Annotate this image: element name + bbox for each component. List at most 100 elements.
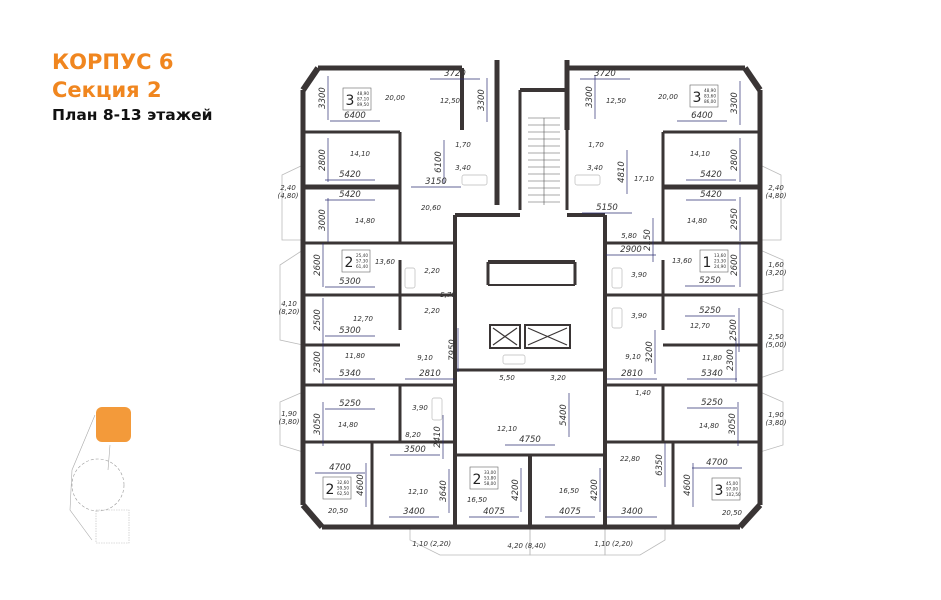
dimension-label: 5300 [339, 326, 361, 336]
dimension-label: 4075 [483, 507, 505, 517]
bathtub-icon [502, 354, 526, 365]
room-count: 2 [473, 472, 482, 488]
dimension-label: 2500 [729, 319, 739, 341]
dimension-label: 4750 [519, 435, 541, 445]
dimension-label: 5250 [699, 276, 721, 286]
room-area-label: 17,10 [634, 175, 655, 183]
dimension-label: 2800 [318, 149, 328, 171]
dimension-label: 2900 [620, 245, 642, 255]
dimension-label: 5250 [701, 398, 723, 408]
dimension-label: 4200 [590, 479, 600, 501]
dimension-label: 2600 [313, 254, 323, 276]
room-area-label: 11,80 [702, 354, 723, 362]
dimension-label: 2500 [313, 309, 323, 331]
dimension-label: 2300 [726, 349, 736, 371]
dimension-label: 5400 [559, 404, 569, 426]
dimension-label: 6400 [344, 111, 366, 121]
balcony-area-label: 2,40 [280, 184, 296, 192]
balcony-outline [759, 391, 784, 453]
room-count: 3 [346, 93, 355, 109]
room-area-label: 20,60 [421, 204, 442, 212]
room-area-label: 20,00 [658, 93, 679, 101]
dimension-label: 3300 [318, 87, 328, 109]
balcony-outline [759, 249, 784, 296]
room-area-label: 12,50 [606, 97, 627, 105]
apartment-area: 23,30 [714, 259, 726, 264]
dimension-label: 5300 [339, 277, 361, 287]
room-area-label: 3,40 [455, 164, 471, 172]
dimension-label: 3000 [318, 209, 328, 231]
balcony-area-doubled-label: (4,80) [277, 192, 298, 200]
apartment-area: 25,40 [356, 253, 368, 258]
dimension-label: 3720 [444, 69, 466, 79]
bathtub-icon [574, 174, 601, 186]
balcony-outline [279, 249, 304, 346]
balcony-area-label: 1,10 [412, 540, 428, 548]
dimension-label: 4600 [356, 474, 366, 496]
dimension-label: 2810 [419, 369, 441, 379]
dimension-label: 4810 [617, 161, 627, 183]
dimension-label: 2300 [313, 351, 323, 373]
apartment-area: 53,80 [484, 476, 496, 481]
balcony-area-doubled-label: (2,20) [430, 540, 451, 548]
balcony-area-doubled-label: (3,20) [765, 269, 786, 277]
balcony-area-doubled-label: (3,80) [765, 419, 786, 427]
room-area-label: 20,00 [385, 94, 406, 102]
wall [737, 502, 763, 530]
balcony-outline [409, 527, 531, 556]
room-area-label: 5,70 [440, 291, 456, 299]
dimension-label: 4600 [683, 474, 693, 496]
dimension-label: 5340 [339, 369, 361, 379]
bathtub-icon [431, 397, 443, 421]
dimension-label: 5420 [339, 190, 361, 200]
apartment-area: 89,50 [357, 102, 369, 107]
dimension-label: 2800 [730, 149, 740, 171]
apartment-area: 33,00 [484, 470, 496, 475]
room-area-label: 9,10 [625, 353, 641, 361]
dimension-label: 3150 [425, 177, 447, 187]
room-area-label: 20,50 [722, 509, 743, 517]
dimension-label: 4200 [511, 479, 521, 501]
apartment-area: 57,30 [356, 259, 368, 264]
room-area-label: 1,70 [588, 141, 604, 149]
dimension-label: 2810 [621, 369, 643, 379]
dimension-label: 2410 [433, 426, 443, 448]
site-minimap [69, 407, 131, 544]
balcony-area-label: 1,10 [594, 540, 610, 548]
dimension-label: 2150 [643, 229, 653, 251]
minimap-other-section [95, 509, 130, 544]
room-area-label: 2,20 [424, 267, 440, 275]
dimension-label: 2950 [730, 208, 740, 230]
room-area-label: 12,70 [353, 315, 374, 323]
balcony-outline [759, 164, 782, 241]
room-area-label: 1,40 [635, 389, 651, 397]
room-area-label: 14,80 [338, 421, 359, 429]
dimension-label: 5150 [596, 203, 618, 213]
room-area-label: 3,40 [587, 164, 603, 172]
apartment-area: 58,00 [484, 481, 496, 486]
room-area-label: 12,70 [690, 322, 711, 330]
room-area-label: 3,20 [550, 374, 566, 382]
dimension-label: 5250 [339, 399, 361, 409]
room-area-label: 5,50 [499, 374, 515, 382]
room-area-label: 22,80 [620, 455, 641, 463]
minimap-courtyard [71, 458, 125, 512]
wall [742, 66, 763, 92]
room-area-label: 5,80 [621, 232, 637, 240]
dimension-label: 3640 [439, 480, 449, 502]
room-area-label: 3,90 [631, 271, 647, 279]
balcony-area-label: 1,90 [281, 410, 297, 418]
minimap-highlighted-section [96, 407, 131, 442]
dimension-label: 3050 [313, 413, 323, 435]
room-area-label: 20,50 [328, 507, 349, 515]
dimension-label: 3500 [404, 445, 426, 455]
balcony-outline [279, 391, 304, 453]
dimension-label: 6400 [691, 111, 713, 121]
bathtub-icon [611, 267, 623, 289]
apartment-area: 48,90 [357, 91, 369, 96]
dimension-label: 4700 [706, 458, 728, 468]
